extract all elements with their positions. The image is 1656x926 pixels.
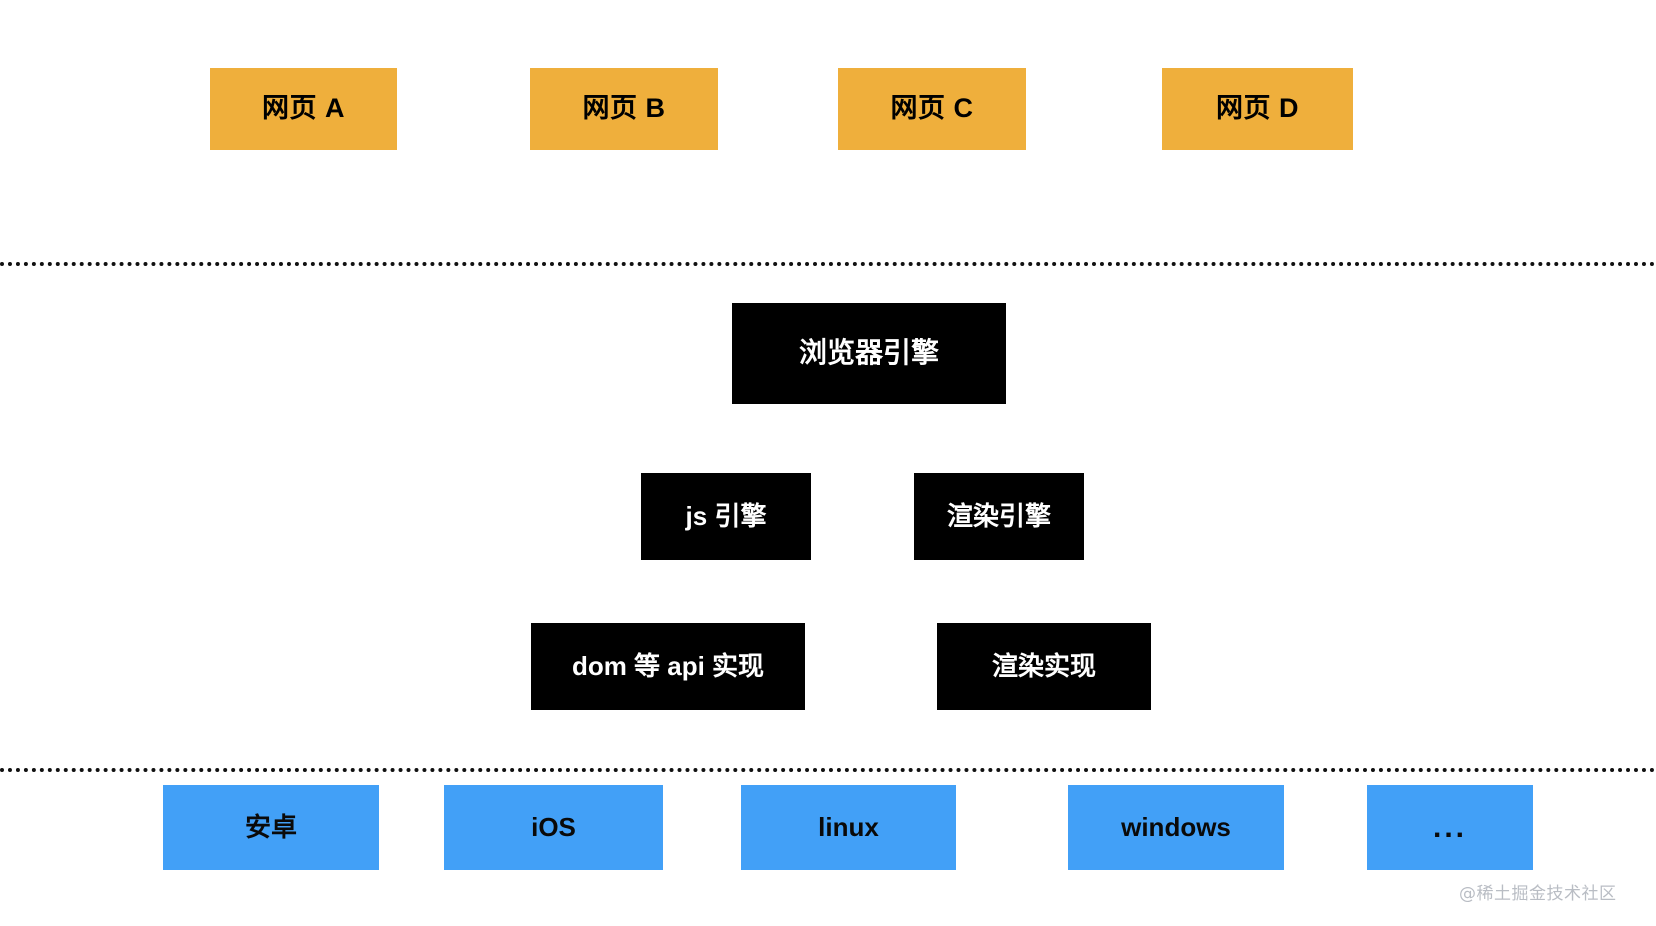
js-engine-box: js 引擎 xyxy=(641,473,811,560)
web-page-label-d: 网页 D xyxy=(1216,93,1299,124)
render-impl-label: 渲染实现 xyxy=(991,651,1096,682)
web-page-box-b: 网页 B xyxy=(530,68,718,150)
os-box-linux: linux xyxy=(741,785,956,870)
os-box-more: ... xyxy=(1367,785,1533,870)
os-label-windows: windows xyxy=(1121,812,1231,843)
browser-engine-label: 浏览器引擎 xyxy=(798,337,939,369)
web-page-box-a: 网页 A xyxy=(210,68,397,150)
web-page-label-b: 网页 B xyxy=(582,93,666,124)
web-page-label-a: 网页 A xyxy=(262,93,345,124)
render-engine-box: 渲染引擎 xyxy=(914,473,1084,560)
dom-api-impl-label: dom 等 api 实现 xyxy=(571,651,765,682)
render-impl-box: 渲染实现 xyxy=(937,623,1151,710)
os-label-linux: linux xyxy=(818,812,879,843)
os-box-windows: windows xyxy=(1068,785,1284,870)
dom-api-impl-box: dom 等 api 实现 xyxy=(531,623,805,710)
render-engine-label: 渲染引擎 xyxy=(946,501,1051,532)
watermark-text: @稀土掘金技术社区 xyxy=(1459,884,1617,904)
js-engine-label: js 引擎 xyxy=(685,501,767,532)
os-label-android: 安卓 xyxy=(244,812,297,843)
divider-engine-os xyxy=(0,768,1656,772)
os-box-ios: iOS xyxy=(444,785,663,870)
os-label-more: ... xyxy=(1432,811,1467,844)
web-page-label-c: 网页 C xyxy=(890,93,974,124)
web-page-box-c: 网页 C xyxy=(838,68,1026,150)
divider-pages-engine xyxy=(0,262,1656,266)
os-box-android: 安卓 xyxy=(163,785,379,870)
os-label-ios: iOS xyxy=(531,812,576,843)
browser-engine-box: 浏览器引擎 xyxy=(732,303,1006,404)
web-page-box-d: 网页 D xyxy=(1162,68,1353,150)
